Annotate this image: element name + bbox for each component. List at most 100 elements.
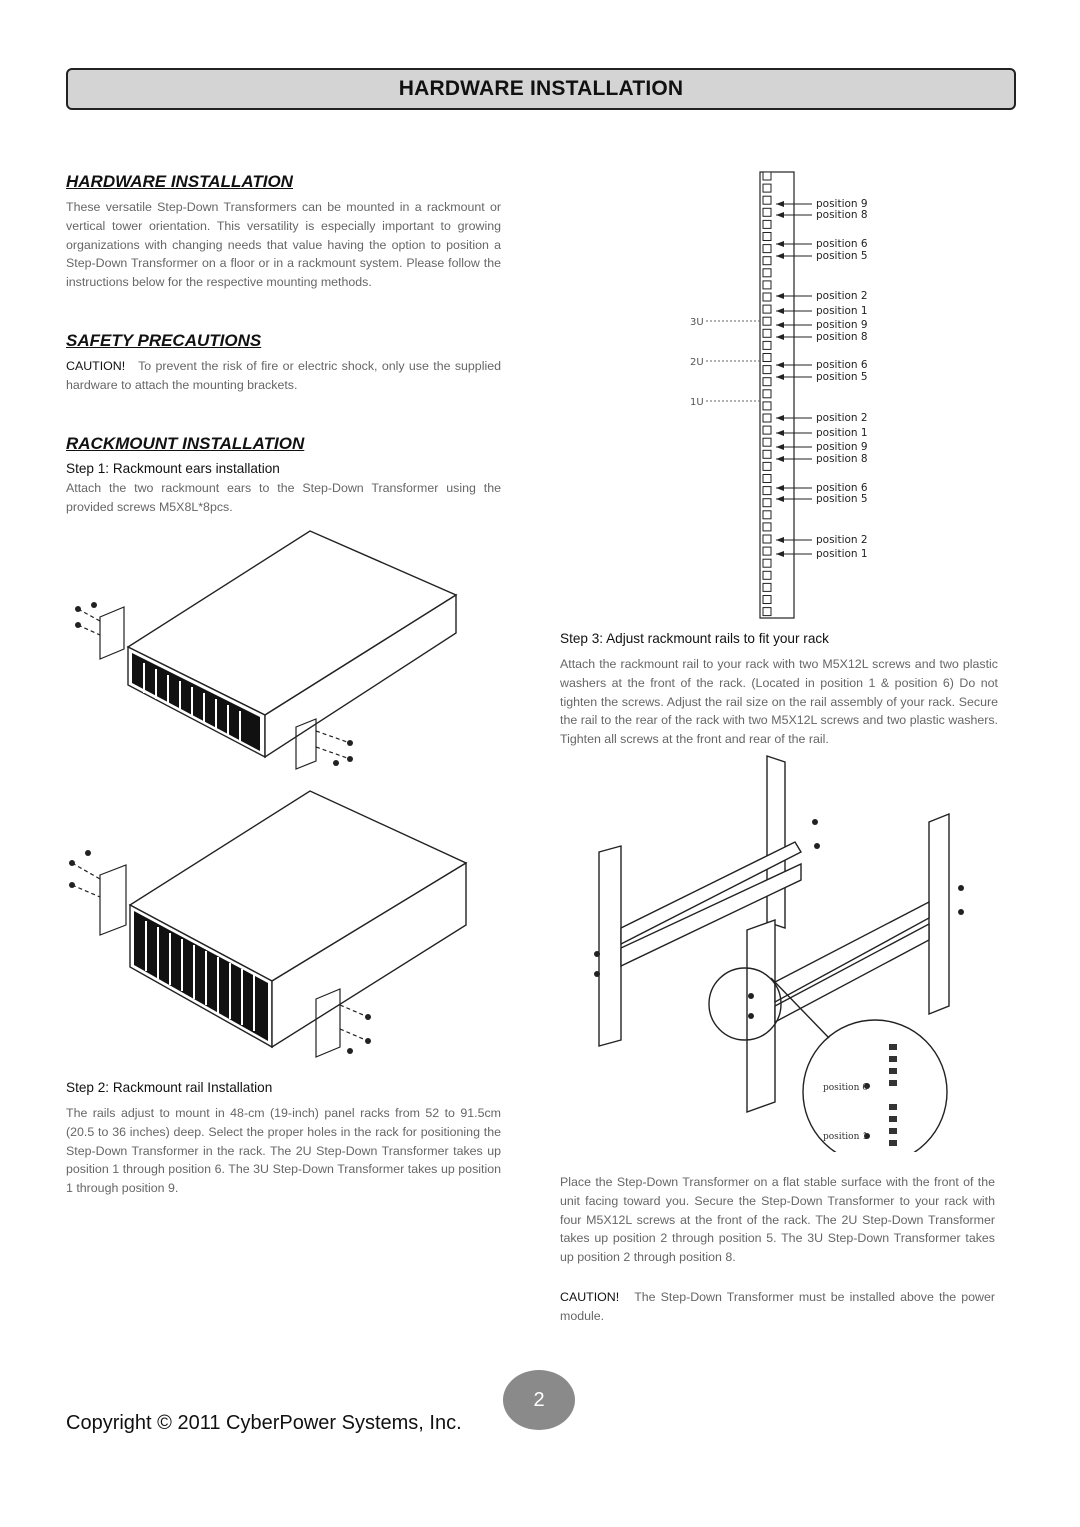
rack-hole xyxy=(762,558,772,568)
position-label: position 2 xyxy=(816,412,868,424)
position-arrowhead xyxy=(776,362,784,368)
position-arrowhead xyxy=(776,551,784,557)
rack-hole xyxy=(762,461,772,471)
final-caution-label: CAUTION! xyxy=(560,1290,620,1304)
rack-hole xyxy=(762,425,772,435)
safety-precautions-heading: SAFETY PRECAUTIONS xyxy=(66,331,262,350)
position-label: position 8 xyxy=(816,331,868,343)
2u-transformer-illustration xyxy=(75,530,458,770)
position-arrowhead xyxy=(776,334,784,340)
position-label: position 6 xyxy=(816,238,868,250)
rack-hole xyxy=(762,365,772,375)
rack-hole xyxy=(762,207,772,217)
rack-hole xyxy=(762,534,772,544)
unit-label: 2U xyxy=(690,357,704,368)
rail-callout-position-1: position 1 xyxy=(823,1132,868,1142)
position-arrowhead xyxy=(776,241,784,247)
unit-label: 1U xyxy=(690,397,704,408)
step3-body: Attach the rackmount rail to your rack w… xyxy=(560,657,998,747)
rack-hole xyxy=(762,171,772,181)
banner-title: HARDWARE INSTALLATION xyxy=(398,77,684,100)
caution-label: CAUTION! xyxy=(66,359,126,373)
rack-hole xyxy=(762,244,772,254)
3u-transformer-illustration xyxy=(69,790,468,1058)
position-arrowhead xyxy=(776,496,784,502)
rack-hole xyxy=(762,498,772,508)
rackmount-installation-heading: RACKMOUNT INSTALLATION xyxy=(66,434,305,453)
rack-hole xyxy=(762,353,772,362)
rack-hole xyxy=(762,316,772,326)
rack-hole xyxy=(762,607,772,617)
position-label: position 8 xyxy=(816,209,868,221)
position-arrowhead xyxy=(776,253,784,259)
rack-hole xyxy=(762,292,772,302)
step1-title: Step 1: Rackmount ears installation xyxy=(66,461,280,476)
page-banner: HARDWARE INSTALLATION xyxy=(66,68,1016,110)
rack-hole xyxy=(762,595,772,604)
position-label: position 5 xyxy=(816,493,868,505)
rack-hole xyxy=(762,328,772,338)
position-arrowhead xyxy=(776,322,784,328)
hardware-installation-body: These versatile Step-Down Transformers c… xyxy=(66,200,501,290)
final-caution-text: The Step-Down Transformer must be instal… xyxy=(560,1290,995,1323)
rack-hole xyxy=(762,474,772,483)
position-label: position 8 xyxy=(816,453,868,465)
rack-hole xyxy=(762,304,772,314)
position-label: position 9 xyxy=(816,319,868,331)
position-label: position 6 xyxy=(816,359,868,371)
rack-hole xyxy=(762,582,772,592)
position-arrowhead xyxy=(776,485,784,491)
rack-hole xyxy=(762,377,772,387)
rack-hole xyxy=(762,195,772,205)
position-label: position 2 xyxy=(816,290,868,302)
position-label: position 1 xyxy=(816,305,868,317)
rack-hole xyxy=(762,486,772,496)
rack-hole xyxy=(762,570,772,580)
copyright-text: Copyright © 2011 CyberPower Systems, Inc… xyxy=(66,1412,462,1434)
page-number: 2 xyxy=(533,1388,545,1411)
position-arrowhead xyxy=(776,212,784,218)
position-label: position 1 xyxy=(816,427,868,439)
rack-hole xyxy=(762,268,772,278)
rail-installation-illustration: position 6 position 1 xyxy=(594,755,964,1152)
position-arrowhead xyxy=(776,456,784,462)
page-number-badge: 2 xyxy=(503,1370,575,1430)
rail-callout-position-6: position 6 xyxy=(823,1083,868,1093)
unit-label: 3U xyxy=(690,317,704,328)
position-label: position 9 xyxy=(816,441,868,453)
rack-hole xyxy=(762,510,772,520)
position-label: position 5 xyxy=(816,371,868,383)
rack-hole xyxy=(762,340,772,350)
position-label: position 5 xyxy=(816,250,868,262)
position-arrowhead xyxy=(776,430,784,436)
safety-text: To prevent the risk of fire or electric … xyxy=(66,359,501,392)
rack-hole xyxy=(762,522,772,532)
position-label: position 1 xyxy=(816,548,868,560)
position-label: position 6 xyxy=(816,482,868,494)
rack-hole xyxy=(762,219,772,229)
rack-hole xyxy=(762,256,772,266)
rack-hole xyxy=(762,389,772,399)
rack-hole xyxy=(762,280,772,290)
position-label: position 9 xyxy=(816,198,868,210)
step2-title: Step 2: Rackmount rail Installation xyxy=(66,1080,273,1095)
position-arrowhead xyxy=(776,293,784,299)
rack-hole xyxy=(762,413,772,423)
position-arrowhead xyxy=(776,308,784,314)
rack-hole xyxy=(762,183,772,193)
rack-hole xyxy=(762,401,772,411)
step2-body: The rails adjust to mount in 48-cm (19-i… xyxy=(66,1106,501,1196)
position-arrowhead xyxy=(776,201,784,207)
hardware-installation-heading: HARDWARE INSTALLATION xyxy=(66,172,293,191)
position-arrowhead xyxy=(776,444,784,450)
rack-hole xyxy=(762,546,772,556)
rack-hole xyxy=(762,437,772,447)
final-caution-body: CAUTION! The Step-Down Transformer must … xyxy=(560,1288,995,1326)
step1-body: Attach the two rackmount ears to the Ste… xyxy=(66,481,501,514)
rack-hole xyxy=(762,449,772,459)
position-arrowhead xyxy=(776,374,784,380)
position-label: position 2 xyxy=(816,534,868,546)
rack-hole xyxy=(762,232,772,241)
step3-title: Step 3: Adjust rackmount rails to fit yo… xyxy=(560,631,829,646)
